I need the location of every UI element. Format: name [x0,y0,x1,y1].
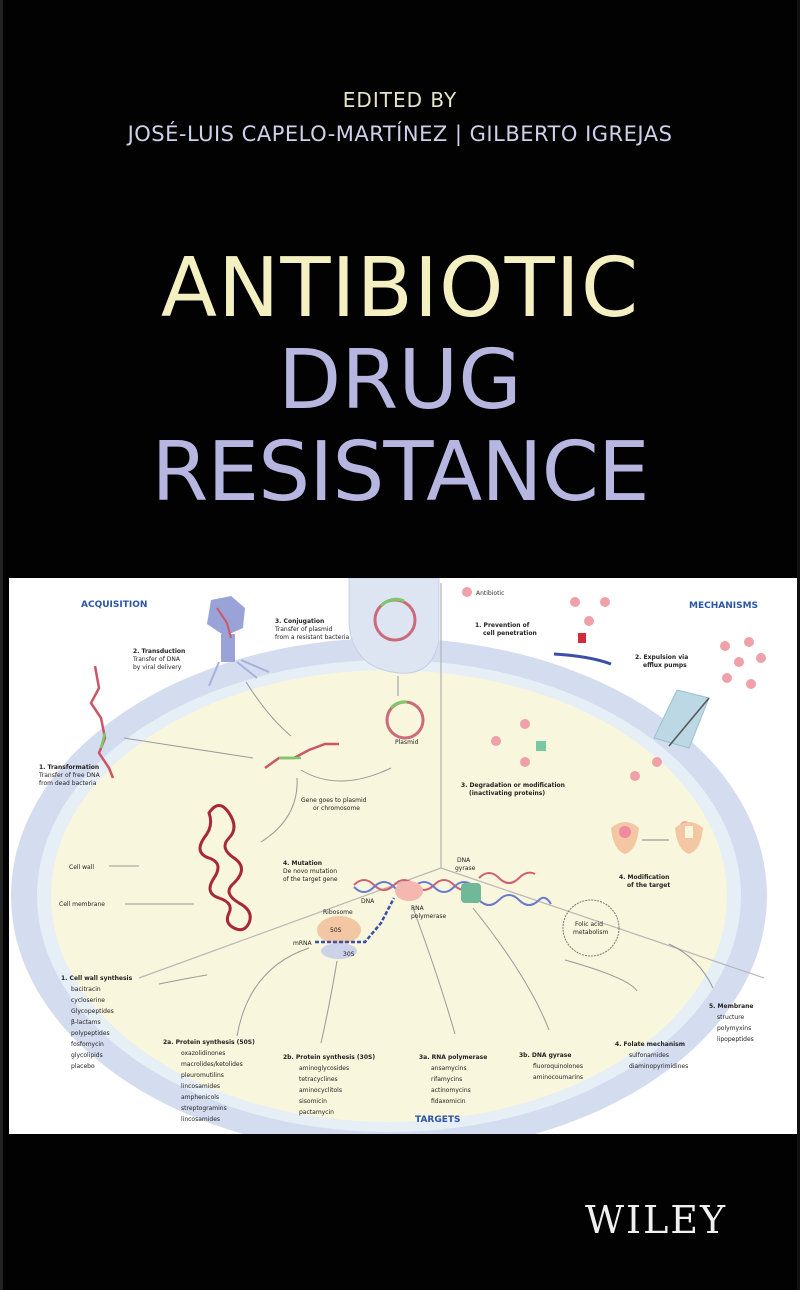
target-protein-50s: 2a. Protein synthesis (50S) oxazolidinon… [163,1039,255,1123]
svg-text:4. Mutation: 4. Mutation [283,860,322,867]
target-cell-wall-synthesis: 1. Cell wall synthesis bacitracin cyclos… [61,975,133,1070]
svg-text:by viral delivery: by viral delivery [133,664,182,671]
svg-text:diaminopyrimidines: diaminopyrimidines [629,1063,688,1070]
svg-text:pactamycin: pactamycin [299,1109,334,1116]
title-line-2: DRUG [278,333,522,428]
svg-text:DNA: DNA [457,857,471,864]
svg-text:2b. Protein synthesis (30S): 2b. Protein synthesis (30S) [283,1054,375,1061]
svg-text:metabolism: metabolism [573,929,609,936]
target-membrane: 5. Membrane structure polymyxins lipopep… [709,1003,754,1043]
resistance-diagram: ACQUISITION MECHANISMS TARGETS Antibioti… [9,577,797,1154]
svg-text:Transfer of free DNA: Transfer of free DNA [38,772,101,779]
svg-text:aminoglycosides: aminoglycosides [299,1065,349,1072]
svg-text:bacitracin: bacitracin [71,986,101,993]
svg-text:aminocoumarins: aminocoumarins [533,1074,583,1081]
title-line-1: ANTIBIOTIC [160,241,640,336]
svg-text:rifamycins: rifamycins [431,1076,462,1083]
svg-text:from a resistant bacteria: from a resistant bacteria [275,634,349,641]
editors-names: JOSÉ-LUIS CAPELO-MARTÍNEZ | GILBERTO IGR… [127,122,673,146]
svg-text:Gene goes to plasmid: Gene goes to plasmid [301,797,367,804]
svg-text:ansamycins: ansamycins [431,1065,467,1072]
svg-text:3. Conjugation: 3. Conjugation [275,618,324,625]
svg-text:5. Membrane: 5. Membrane [709,1003,753,1010]
svg-text:1. Cell wall synthesis: 1. Cell wall synthesis [61,975,133,982]
svg-text:DNA: DNA [361,898,375,905]
svg-text:sulfonamides: sulfonamides [629,1052,669,1059]
svg-text:polypeptides: polypeptides [71,1030,110,1037]
svg-text:De novo mutation: De novo mutation [283,868,337,875]
svg-text:30S: 30S [343,951,355,958]
svg-text:of the target gene: of the target gene [283,876,338,883]
svg-text:fidaxomicin: fidaxomicin [431,1098,466,1105]
svg-text:glycolipids: glycolipids [71,1052,103,1059]
svg-text:Transfer of plasmid: Transfer of plasmid [274,626,333,633]
svg-text:50S: 50S [330,927,342,934]
svg-text:efflux pumps: efflux pumps [643,662,687,669]
svg-text:Cell wall: Cell wall [69,864,94,871]
svg-text:lincosamides: lincosamides [181,1083,220,1090]
svg-text:actinomycins: actinomycins [431,1087,471,1094]
target-rna-polymerase: 3a. RNA polymerase ansamycins rifamycins… [419,1054,487,1105]
svg-text:Transfer of DNA: Transfer of DNA [132,656,181,663]
svg-text:(inactivating proteins): (inactivating proteins) [469,790,545,797]
legend-antibiotic: Antibiotic [476,590,504,597]
svg-text:Cell membrane: Cell membrane [59,901,105,908]
section-acquisition: ACQUISITION [81,600,147,610]
svg-text:pleuromutilins: pleuromutilins [181,1072,224,1079]
svg-text:streptogramins: streptogramins [181,1105,227,1112]
svg-text:2a. Protein synthesis (50S): 2a. Protein synthesis (50S) [163,1039,255,1046]
svg-text:mRNA: mRNA [293,940,313,947]
svg-text:fluoroquinolones: fluoroquinolones [533,1063,583,1070]
svg-text:macrolides/ketolides: macrolides/ketolides [181,1061,243,1068]
svg-text:gyrase: gyrase [455,865,476,872]
svg-text:1. Transformation: 1. Transformation [39,764,99,771]
section-targets: TARGETS [415,1115,461,1125]
svg-text:structure: structure [717,1014,745,1021]
svg-text:cell penetration: cell penetration [483,630,537,637]
svg-text:polymerase: polymerase [411,913,447,920]
target-dna-gyrase: 3b. DNA gyrase fluoroquinolones aminocou… [519,1052,583,1081]
edited-by-label: EDITED BY [342,88,458,112]
svg-text:cycloserine: cycloserine [71,997,105,1004]
svg-text:RNA: RNA [411,905,425,912]
svg-text:4. Modification: 4. Modification [619,874,669,881]
svg-text:lipopeptides: lipopeptides [717,1036,754,1043]
publisher-logo: WILEY [585,1198,728,1242]
svg-text:or chromosome: or chromosome [313,805,360,812]
svg-text:Glycopeptides: Glycopeptides [71,1008,114,1015]
svg-text:Folic acid: Folic acid [575,921,603,928]
svg-text:3. Degradation or modification: 3. Degradation or modification [461,782,565,789]
svg-text:of the target: of the target [627,882,670,889]
svg-text:β-lactams: β-lactams [71,1019,101,1026]
svg-text:oxazolidinones: oxazolidinones [181,1050,225,1057]
title-line-3: RESISTANCE [151,425,649,520]
target-protein-30s: 2b. Protein synthesis (30S) aminoglycosi… [283,1054,375,1116]
section-mechanisms: MECHANISMS [689,601,758,611]
svg-text:3b. DNA gyrase: 3b. DNA gyrase [519,1052,571,1059]
svg-text:4. Folate mechanism: 4. Folate mechanism [615,1041,685,1048]
svg-text:aminocyclitols: aminocyclitols [299,1087,342,1094]
svg-text:1. Prevention of: 1. Prevention of [475,622,530,629]
svg-text:placebo: placebo [71,1063,95,1070]
svg-text:2. Transduction: 2. Transduction [133,648,185,655]
svg-text:fosfomycin: fosfomycin [71,1041,104,1048]
svg-text:Plasmid: Plasmid [395,739,419,746]
svg-text:sisomicin: sisomicin [299,1098,327,1105]
svg-text:lincosamides: lincosamides [181,1116,220,1123]
target-folate: 4. Folate mechanism sulfonamides diamino… [615,1041,688,1070]
svg-text:amphenicols: amphenicols [181,1094,219,1101]
svg-text:3a. RNA polymerase: 3a. RNA polymerase [419,1054,487,1061]
svg-text:tetracyclines: tetracyclines [299,1076,338,1083]
svg-text:2. Expulsion via: 2. Expulsion via [635,654,688,661]
svg-text:polymyxins: polymyxins [717,1025,751,1032]
svg-text:from dead bacteria: from dead bacteria [39,780,97,787]
svg-text:Ribosome: Ribosome [323,909,353,916]
diagram-illustration: ACQUISITION MECHANISMS TARGETS Antibioti… [11,577,767,1154]
